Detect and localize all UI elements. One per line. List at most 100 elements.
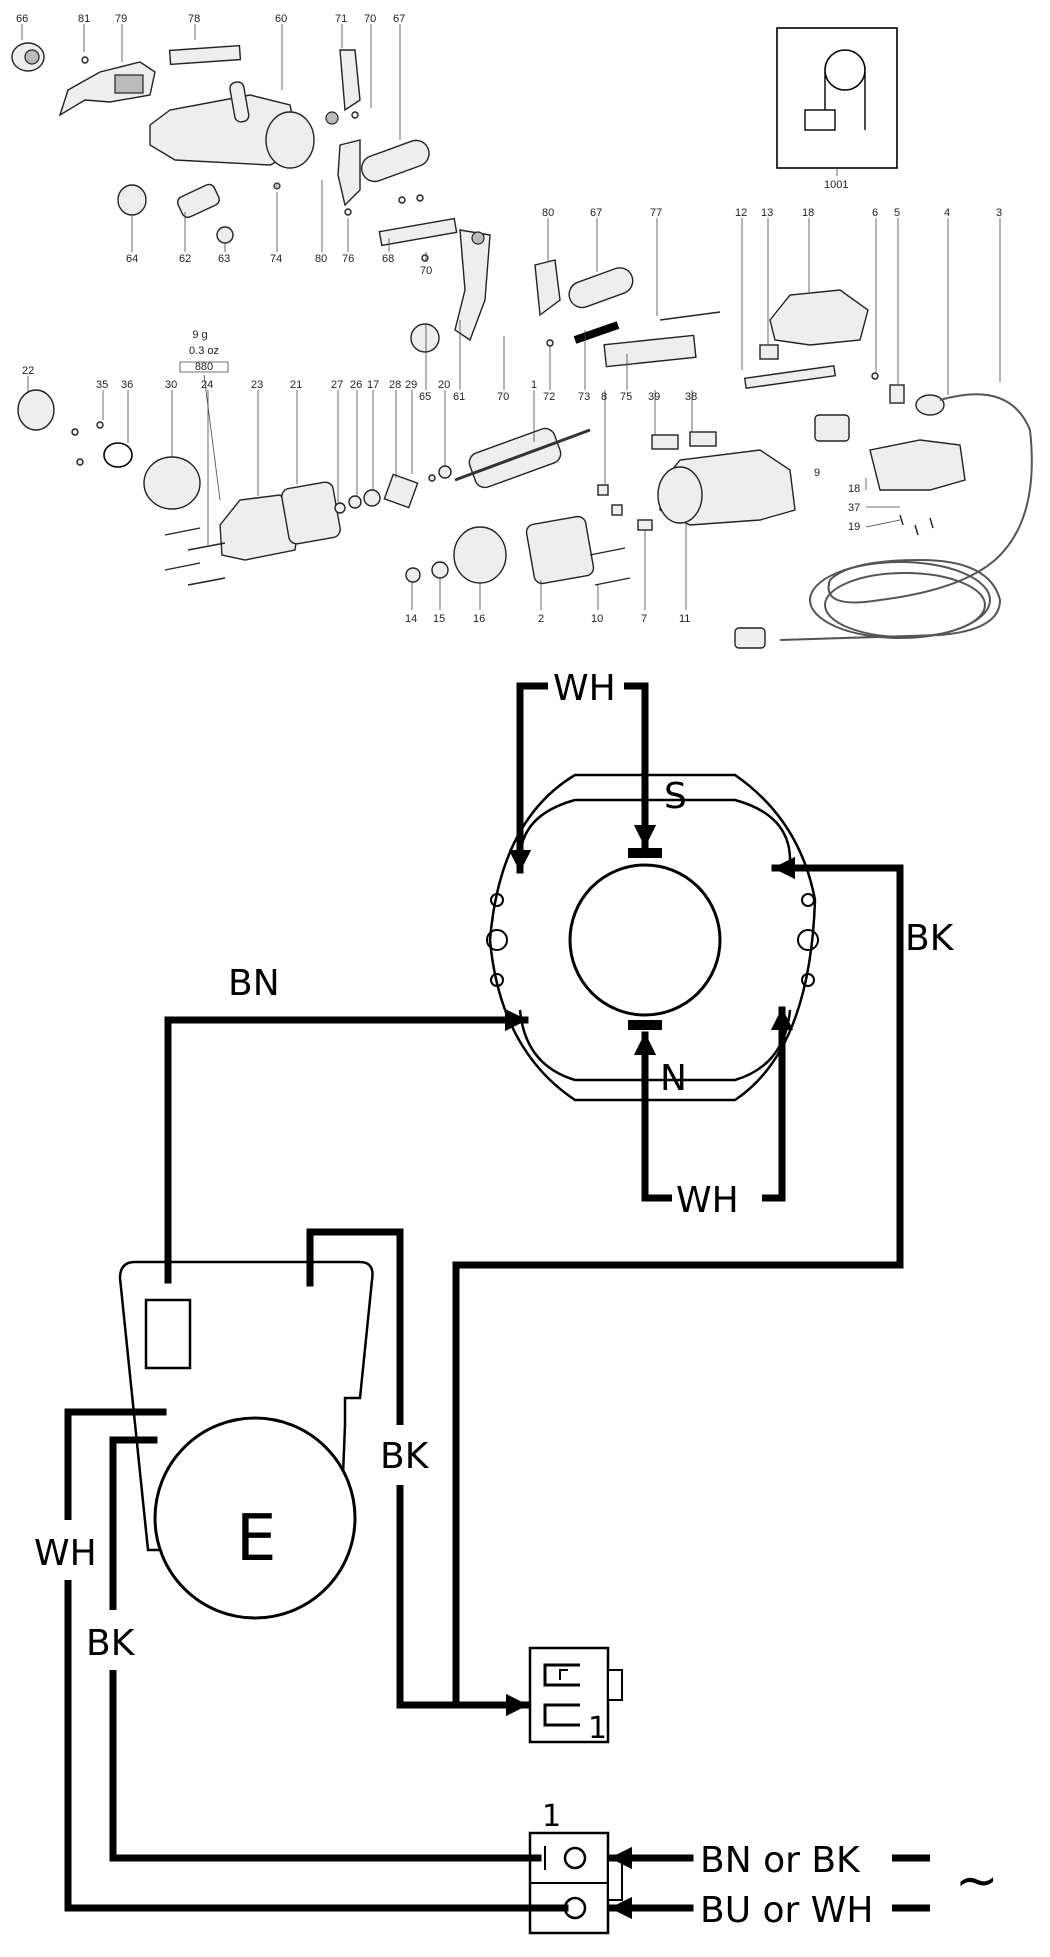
callout-2: 2 — [538, 613, 544, 625]
callout-15: 15 — [433, 613, 445, 625]
callout-19: 19 — [848, 521, 860, 533]
callout-36: 36 — [121, 379, 133, 391]
wire-bn — [164, 1008, 529, 1284]
callout-28: 28 — [389, 379, 401, 391]
callout-20: 20 — [438, 379, 450, 391]
callout-80: 80 — [542, 207, 554, 219]
callout-65: 65 — [419, 391, 431, 403]
callout-17: 17 — [367, 379, 379, 391]
callout-39: 39 — [648, 391, 660, 403]
wires — [64, 682, 930, 1920]
callout-21: 21 — [290, 379, 302, 391]
electronics-module — [118, 1260, 374, 1620]
label-electronics: E — [236, 1502, 276, 1576]
callout-75: 75 — [620, 391, 632, 403]
label-wh-left: WH — [34, 1533, 97, 1574]
label-bk-left: BK — [86, 1623, 136, 1664]
label-supply-line1: BN or BK — [700, 1840, 861, 1881]
callout-1001: 1001 — [824, 179, 848, 191]
callout-35: 35 — [96, 379, 108, 391]
callout-66: 66 — [16, 13, 28, 25]
wire-bk-mid — [306, 1228, 530, 1717]
label-backgrounds — [30, 665, 762, 1670]
stator — [486, 773, 819, 1102]
callout-72: 72 — [543, 391, 555, 403]
mains-terminal-block — [528, 1831, 623, 1935]
callout-63: 63 — [218, 253, 230, 265]
wire-wh-top-left — [508, 682, 549, 874]
callout-7: 7 — [641, 613, 647, 625]
callout-37: 37 — [848, 502, 860, 514]
label-bk-mid: BK — [380, 1436, 430, 1477]
label-south-pole: S — [664, 776, 687, 817]
callout-10: 10 — [591, 613, 603, 625]
callout-71: 71 — [335, 13, 347, 25]
callout-68: 68 — [382, 253, 394, 265]
wire-labels: WH S BK BN N WH BK E WH BK 1 1 BN or BK … — [34, 668, 999, 1931]
callout-leaders — [21, 24, 1001, 610]
callout-70: 70 — [420, 265, 432, 277]
callout-73: 73 — [578, 391, 590, 403]
callout-38: 38 — [685, 391, 697, 403]
callout-14: 14 — [405, 613, 417, 625]
wire-bk-right — [452, 856, 904, 1709]
callout-30: 30 — [165, 379, 177, 391]
callout-67: 67 — [393, 13, 405, 25]
label-north-pole: N — [660, 1058, 687, 1099]
wiring-diagram: WH S BK BN N WH BK E WH BK 1 1 BN or BK … — [30, 665, 999, 1935]
label-wh-bottom: WH — [676, 1180, 739, 1221]
grease-weight-oz: 0.3 oz — [189, 345, 219, 357]
callout-27: 27 — [331, 379, 343, 391]
callout-6: 6 — [872, 207, 878, 219]
wire-wh-bottom-left — [633, 1031, 674, 1202]
wire-wh-top-right — [623, 682, 657, 849]
callout-5: 5 — [894, 207, 900, 219]
callout-79: 79 — [115, 13, 127, 25]
callout-16: 16 — [473, 613, 485, 625]
callout-80: 80 — [315, 253, 327, 265]
callout-77: 77 — [650, 207, 662, 219]
label-supply-line2: BU or WH — [700, 1890, 873, 1931]
callout-24: 24 — [201, 379, 213, 391]
callout-18: 18 — [848, 483, 860, 495]
callout-81: 81 — [78, 13, 90, 25]
grease-weight-g: 9 g — [192, 329, 207, 341]
callout-13: 13 — [761, 207, 773, 219]
callout-8: 8 — [601, 391, 607, 403]
exploded-view: 66 81 79 78 60 71 70 67 1001 64 62 63 74… — [11, 13, 1033, 649]
wire-wh-bottom-right — [761, 1006, 794, 1202]
callout-70: 70 — [497, 391, 509, 403]
callout-67: 67 — [590, 207, 602, 219]
label-bk-right: BK — [905, 918, 955, 959]
callout-60: 60 — [275, 13, 287, 25]
switch-block — [528, 1646, 623, 1744]
callout-64: 64 — [126, 253, 138, 265]
callout-62: 62 — [179, 253, 191, 265]
grease-code: 880 — [195, 361, 213, 373]
grease-note: 9 g 0.3 oz 880 — [179, 329, 229, 501]
callout-1: 1 — [531, 379, 537, 391]
callout-3: 3 — [996, 207, 1002, 219]
parts-drawings — [11, 27, 1033, 649]
callout-74: 74 — [270, 253, 282, 265]
label-switch-position: 1 — [588, 1711, 607, 1746]
label-ac-symbol: ~ — [955, 1851, 999, 1911]
callout-12: 12 — [735, 207, 747, 219]
callout-22: 22 — [22, 365, 34, 377]
callout-9: 9 — [814, 467, 820, 479]
callout-labels: 66 81 79 78 60 71 70 67 1001 64 62 63 74… — [16, 13, 1002, 625]
callout-26: 26 — [350, 379, 362, 391]
label-bn: BN — [228, 963, 280, 1004]
callout-78: 78 — [188, 13, 200, 25]
callout-70: 70 — [364, 13, 376, 25]
callout-61: 61 — [453, 391, 465, 403]
callout-29: 29 — [405, 379, 417, 391]
label-wh-top: WH — [553, 668, 616, 709]
callout-76: 76 — [342, 253, 354, 265]
callout-4: 4 — [944, 207, 950, 219]
callout-11: 11 — [679, 613, 690, 625]
callout-23: 23 — [251, 379, 263, 391]
wire-wh-left — [64, 1408, 569, 1912]
label-terminal-position: 1 — [542, 1799, 561, 1834]
